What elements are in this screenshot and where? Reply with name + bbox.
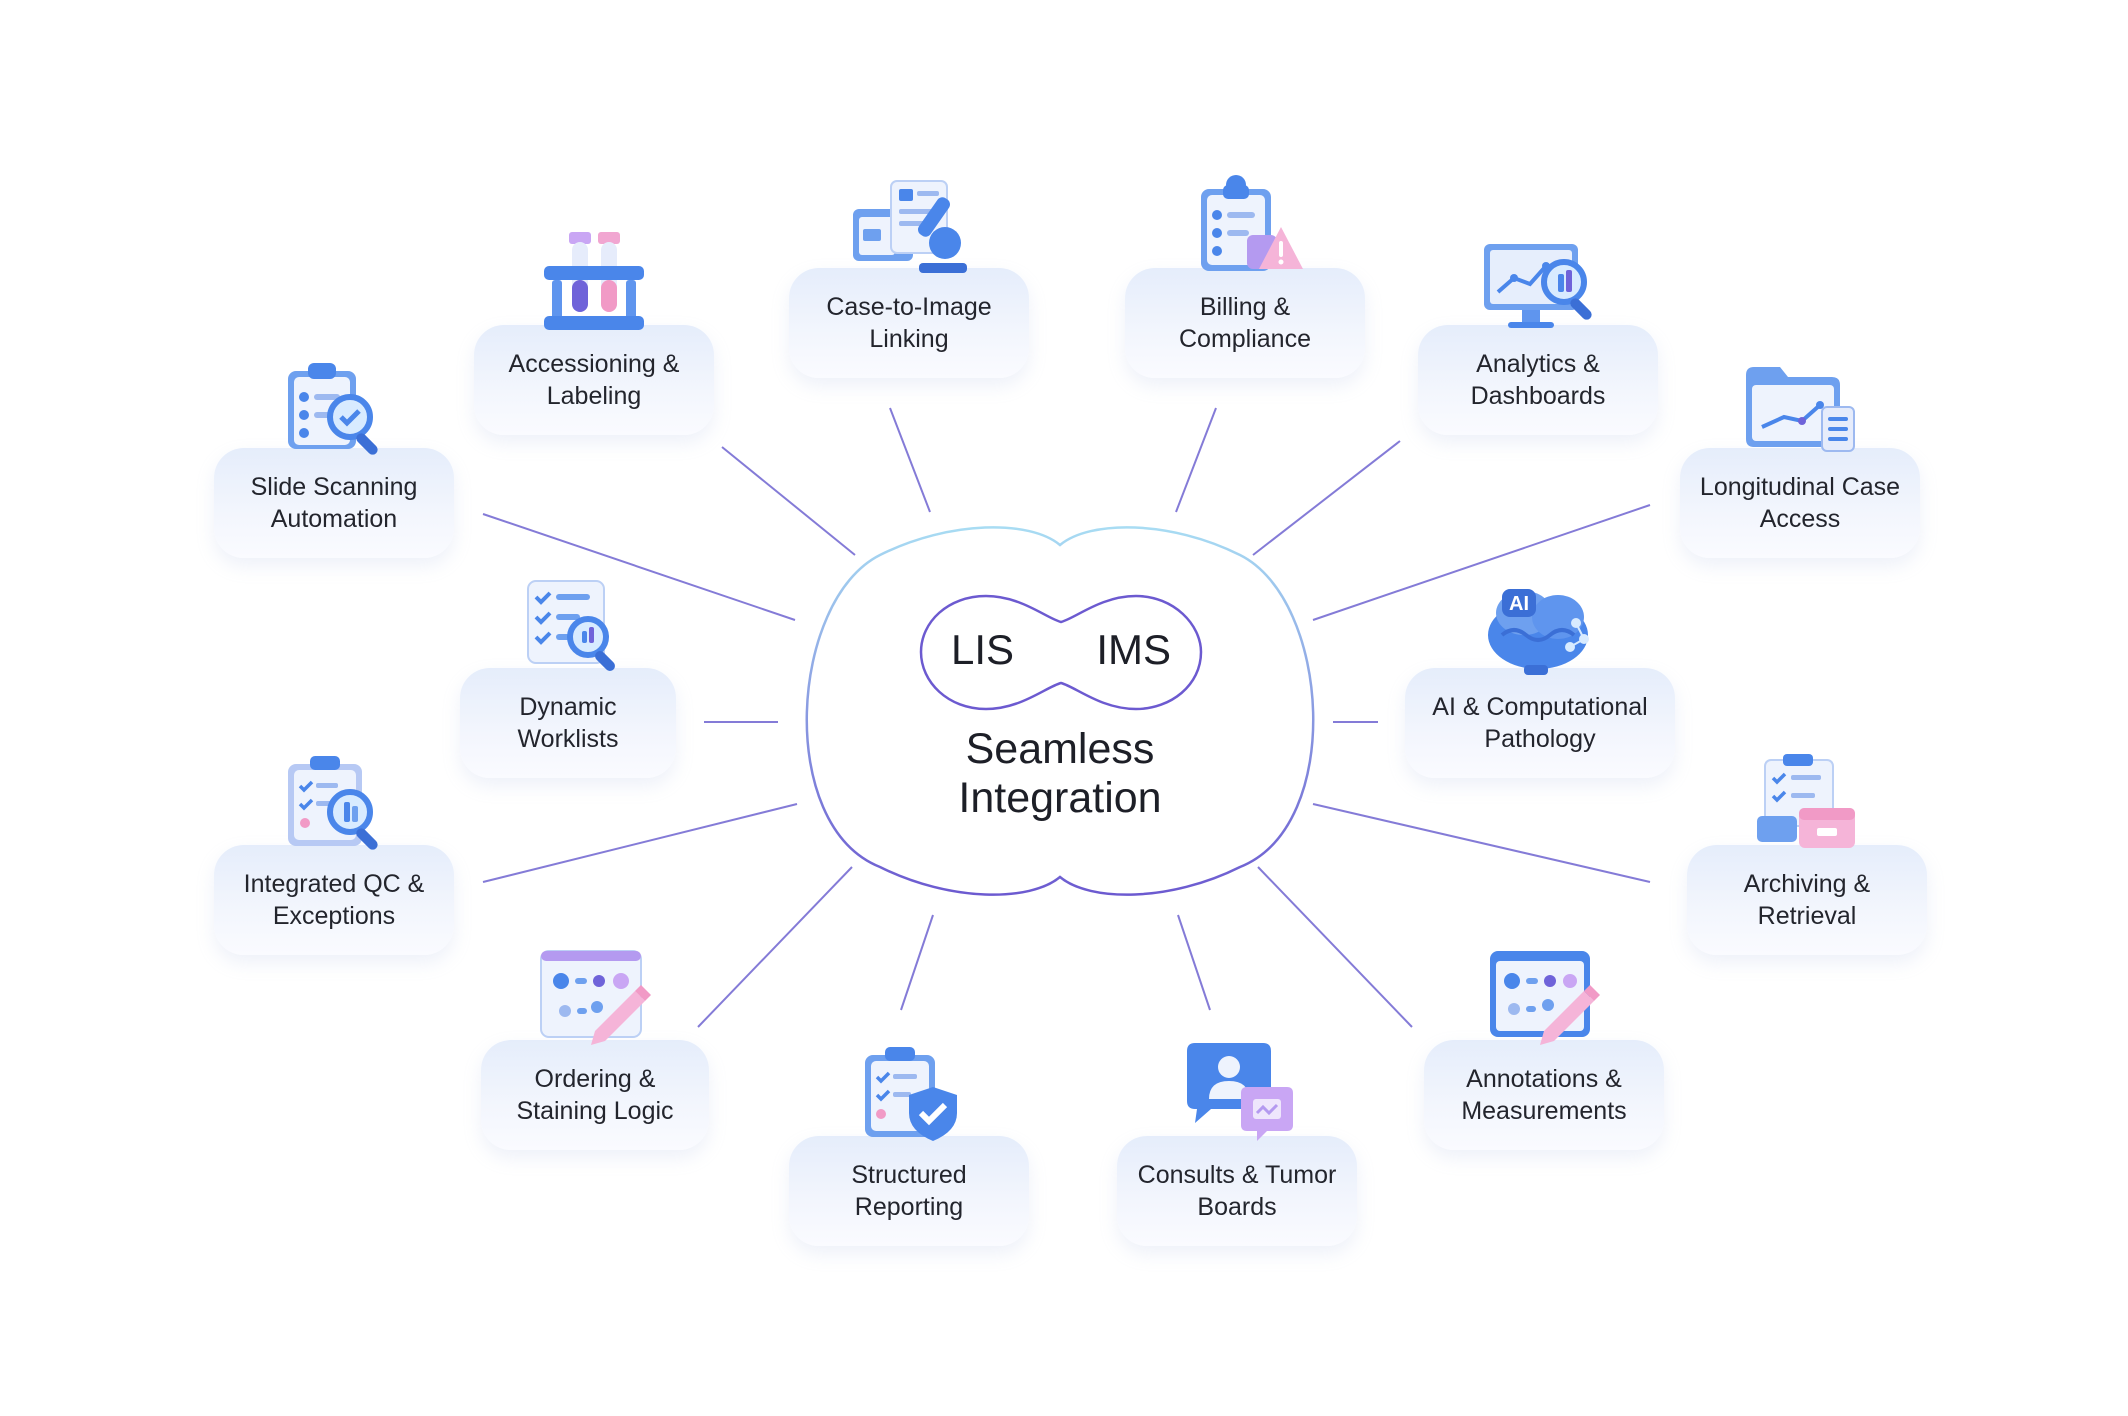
node-archiving: Archiving & Retrieval [1687, 754, 1927, 955]
lis-label: LIS [951, 626, 1015, 673]
ai-brain-icon: AI [1480, 573, 1600, 677]
chat-person-icon [1177, 1041, 1297, 1145]
clipboard-magnifier-icon [274, 353, 394, 457]
archive-box-icon [1747, 750, 1867, 854]
node-ordering-staining: Ordering & Staining Logic [481, 950, 709, 1150]
node-label: Longitudinal Case Access [1699, 473, 1901, 533]
node-label: Integrated QC & Exceptions [243, 870, 425, 930]
qc-clipboard-icon [274, 750, 394, 854]
report-shield-icon [849, 1041, 969, 1145]
node-label: Archiving & Retrieval [1743, 870, 1871, 930]
connector-line [1177, 914, 1211, 1011]
hub-title: Seamless Integration [958, 725, 1162, 822]
node-label: Billing & Compliance [1178, 293, 1311, 353]
node-annotations: Annotations & Measurements [1424, 951, 1664, 1150]
ims-label: IMS [1096, 626, 1171, 673]
node-analytics: Analytics & Dashboards [1418, 244, 1658, 435]
connector-line [1252, 440, 1401, 556]
connector-line [1175, 407, 1217, 513]
node-label: Slide Scanning Automation [250, 473, 418, 533]
connector-line [697, 866, 853, 1028]
connector-line [1312, 504, 1651, 621]
connector-line [1312, 803, 1651, 883]
connector-line [1257, 866, 1413, 1028]
node-label: Dynamic Worklists [517, 693, 619, 753]
node-billing: Billing & Compliance [1125, 175, 1365, 378]
node-structured-reporting: Structured Reporting [789, 1047, 1029, 1246]
annotation-pencil-icon [1484, 945, 1604, 1049]
node-slide-scanning: Slide Scanning Automation [214, 363, 454, 558]
node-longitudinal: Longitudinal Case Access [1680, 367, 1920, 558]
node-integrated-qc: Integrated QC & Exceptions [214, 756, 454, 955]
node-label: Case-to-Image Linking [826, 293, 992, 353]
node-dynamic-worklists: Dynamic Worklists [460, 580, 676, 778]
node-accessioning: Accessioning & Labeling [474, 232, 714, 435]
node-label: Analytics & Dashboards [1470, 350, 1606, 410]
node-label: Ordering & Staining Logic [516, 1065, 674, 1125]
test-tubes-icon [534, 230, 654, 334]
connector-line [482, 513, 796, 621]
svg-text:AI: AI [1509, 593, 1529, 615]
node-label: AI & Computational Pathology [1432, 693, 1648, 753]
workflow-pencil-icon [535, 945, 655, 1049]
node-label: Structured Reporting [851, 1161, 967, 1221]
node-label: Annotations & Measurements [1461, 1065, 1627, 1125]
connector-line [482, 803, 798, 883]
node-ai-pathology: AI AI & Computational Pathology [1405, 589, 1675, 778]
connector-line [889, 407, 931, 513]
checklist-magnifier-icon [508, 573, 628, 677]
connector-line [900, 914, 934, 1011]
connector-line [721, 446, 856, 556]
node-consults-tumor-boards: Consults & Tumor Boards [1117, 1043, 1357, 1246]
node-case-to-image: Case-to-Image Linking [789, 180, 1029, 378]
integration-hub: LIS IMS Seamless Integration [800, 525, 1320, 897]
folder-chart-icon [1740, 353, 1860, 457]
monitor-chart-icon [1478, 230, 1598, 334]
clipboard-warning-icon [1185, 173, 1305, 277]
lis-ims-pill: LIS IMS [916, 590, 1206, 715]
node-label: Accessioning & Labeling [508, 350, 680, 410]
microscope-document-icon [849, 173, 969, 277]
hub-outline [805, 526, 1315, 896]
node-label: Consults & Tumor Boards [1137, 1161, 1337, 1221]
